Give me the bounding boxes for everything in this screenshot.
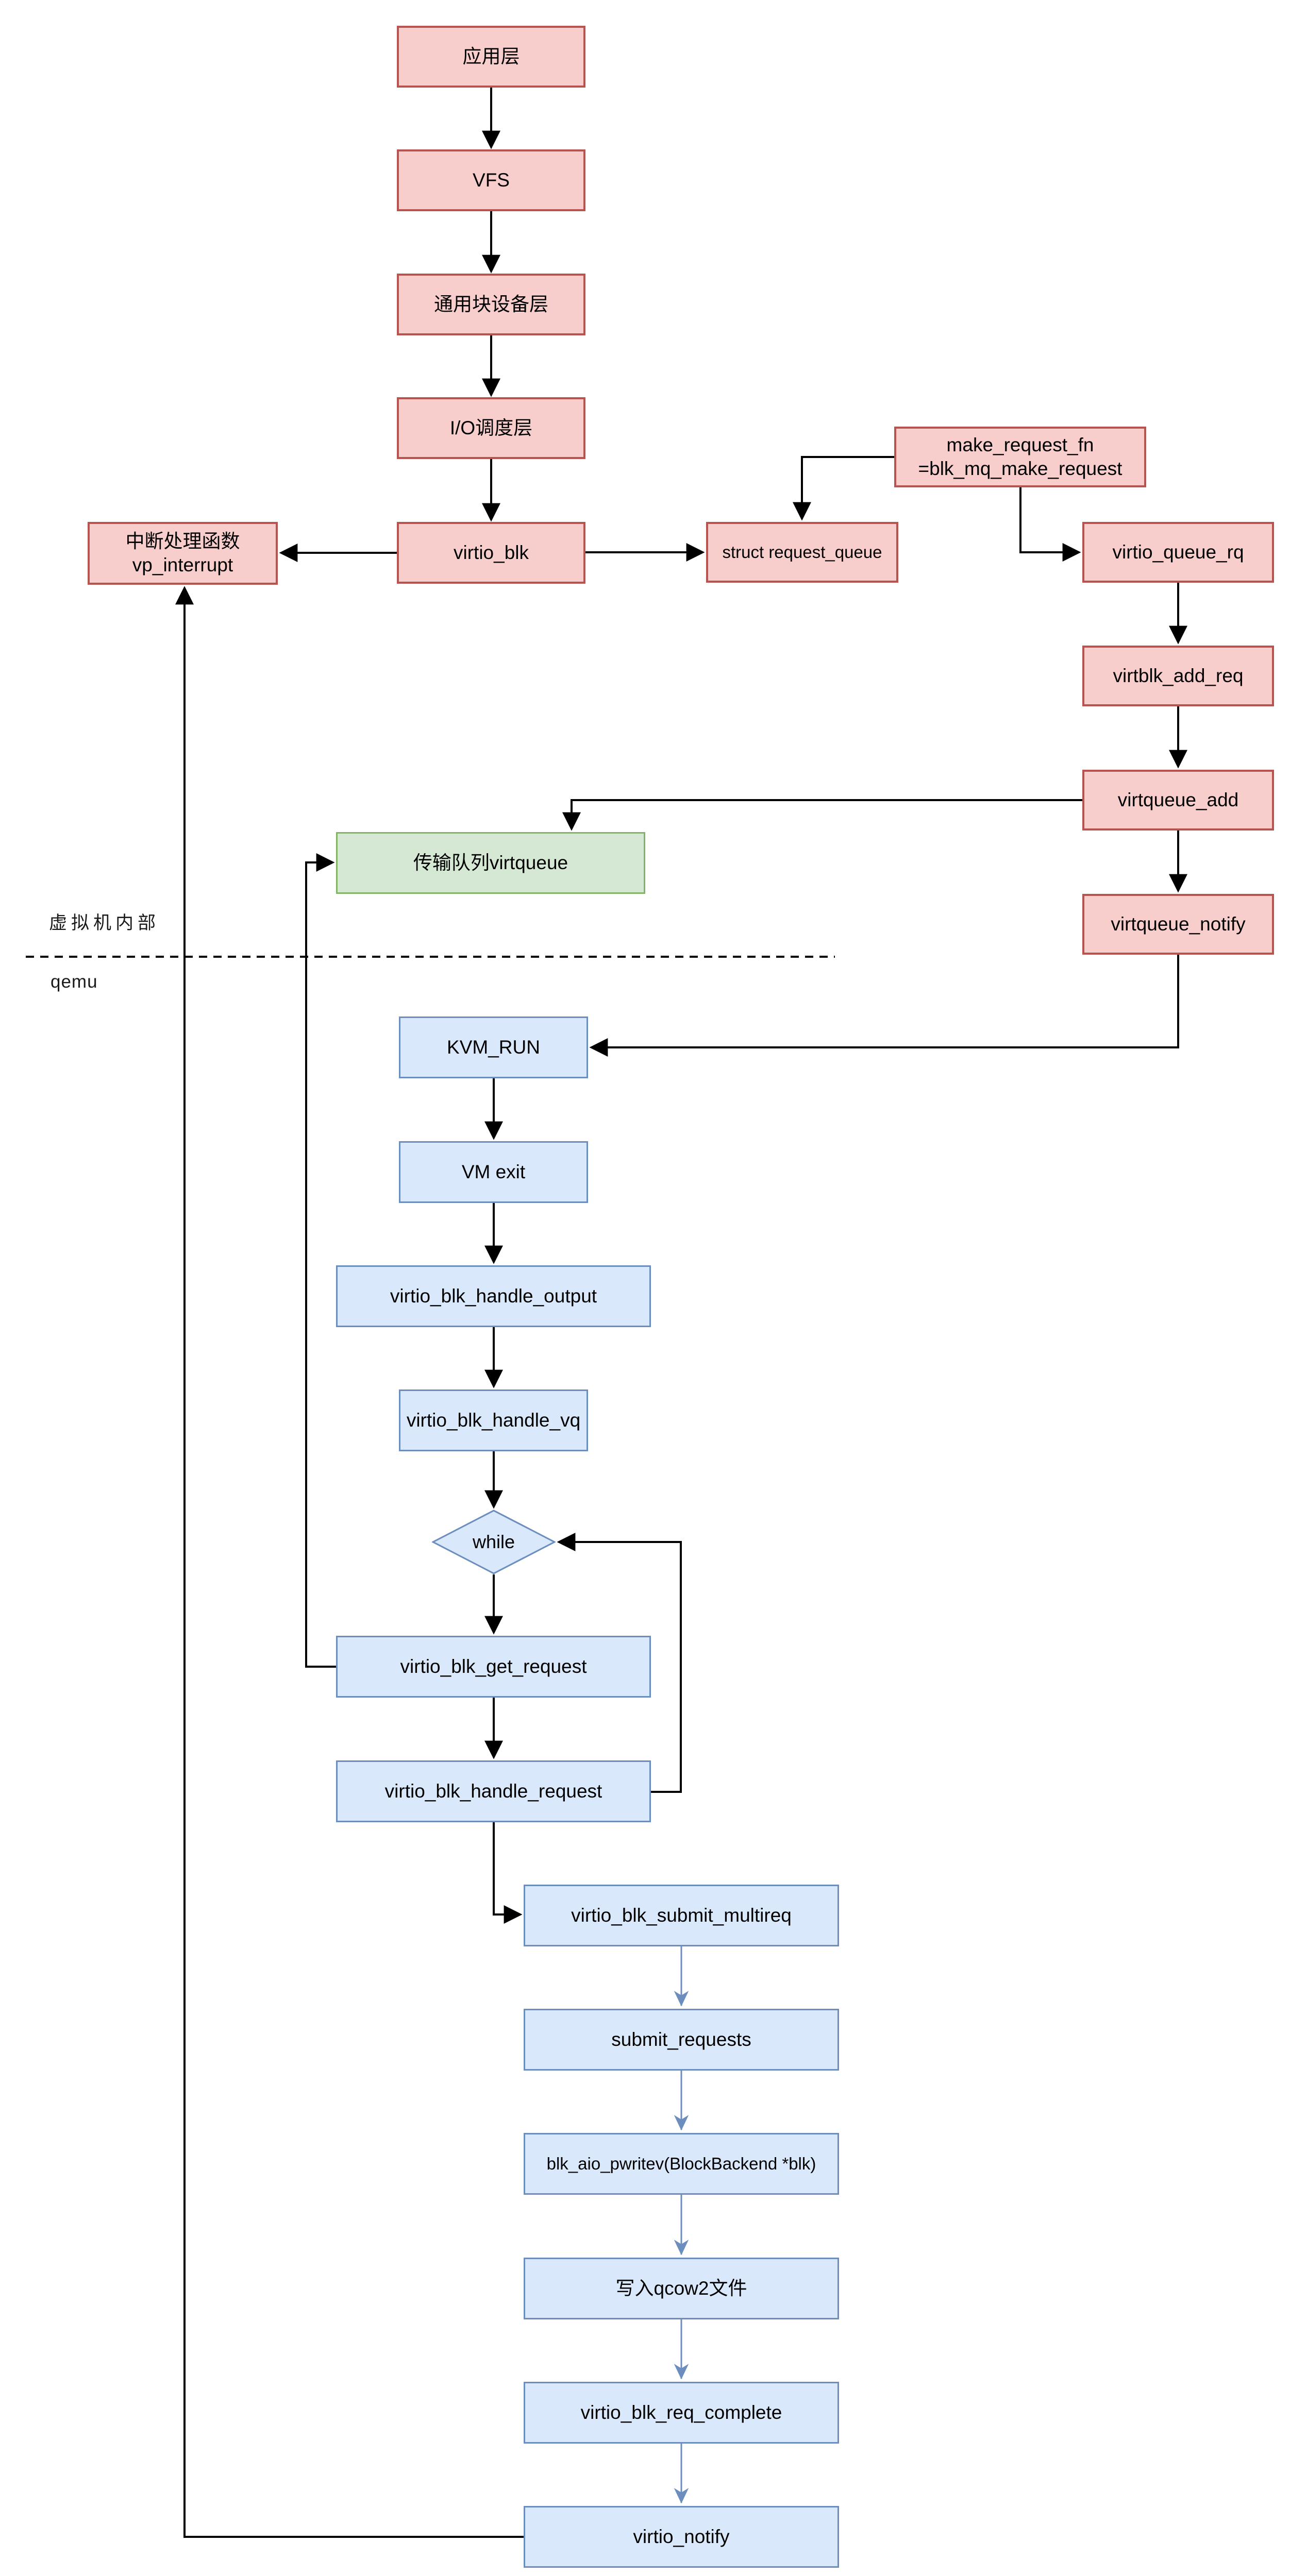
node-submit-requests: submit_requests <box>524 2009 839 2071</box>
node-virtqueue-notify-label: virtqueue_notify <box>1111 913 1246 935</box>
node-virtio-blk-handle-vq-label: virtio_blk_handle_vq <box>406 1409 581 1431</box>
node-kvm-run-label: KVM_RUN <box>447 1036 540 1058</box>
node-virtqueue-add-label: virtqueue_add <box>1117 789 1239 810</box>
node-virtqueue-label: 传输队列virtqueue <box>413 852 568 873</box>
node-virtio-notify: virtio_notify <box>524 2506 839 2568</box>
node-write-qcow2: 写入qcow2文件 <box>524 2258 839 2319</box>
node-virtio-blk-get-request: virtio_blk_get_request <box>336 1636 651 1698</box>
node-virtio-blk-req-complete-label: virtio_blk_req_complete <box>580 2401 782 2423</box>
node-virtio-blk-handle-request-label: virtio_blk_handle_request <box>384 1780 602 1802</box>
node-make-request-fn: make_request_fn =blk_mq_make_request <box>894 427 1146 487</box>
node-generic-block-layer: 通用块设备层 <box>397 274 585 335</box>
node-virtio-blk-submit-multireq: virtio_blk_submit_multireq <box>524 1885 839 1946</box>
node-vp-interrupt: 中断处理函数 vp_interrupt <box>88 522 278 585</box>
node-write-qcow2-label: 写入qcow2文件 <box>615 2277 747 2299</box>
node-vp-interrupt-line1: 中断处理函数 <box>125 530 240 552</box>
node-vfs: VFS <box>397 149 585 211</box>
node-io-scheduler: I/O调度层 <box>397 397 585 459</box>
node-generic-block-layer-label: 通用块设备层 <box>434 293 548 315</box>
node-virtio-blk-handle-vq: virtio_blk_handle_vq <box>399 1389 588 1451</box>
node-virtio-queue-rq: virtio_queue_rq <box>1082 522 1274 583</box>
node-vp-interrupt-line2: vp_interrupt <box>132 554 233 575</box>
node-virtio-notify-label: virtio_notify <box>633 2526 730 2547</box>
guest-region-label: 虚拟机内部 <box>49 913 160 933</box>
node-virtqueue-notify: virtqueue_notify <box>1082 894 1274 955</box>
node-app-layer-label: 应用层 <box>462 45 520 67</box>
node-virtio-blk-get-request-label: virtio_blk_get_request <box>400 1655 587 1677</box>
node-kvm-run: KVM_RUN <box>399 1016 588 1078</box>
edge-makerequestfn-to-virtioqueuerq <box>1019 487 1081 562</box>
while-diamond-shape <box>432 1510 556 1574</box>
node-virtio-blk-req-complete: virtio_blk_req_complete <box>524 2382 839 2444</box>
node-submit-requests-label: submit_requests <box>611 2028 751 2050</box>
qemu-region-label: qemu <box>51 972 98 992</box>
edge-virtqueuenotify-to-kvmrun <box>589 955 1179 1057</box>
node-virtio-blk: virtio_blk <box>397 522 585 584</box>
node-virtblk-add-req: virtblk_add_req <box>1082 646 1274 706</box>
node-virtio-blk-submit-multireq-label: virtio_blk_submit_multireq <box>571 1904 792 1926</box>
node-while-diamond: while <box>432 1510 556 1574</box>
node-make-request-fn-line1: make_request_fn <box>946 434 1094 455</box>
node-blk-aio-pwritev-label: blk_aio_pwritev(BlockBackend *blk) <box>546 2154 816 2174</box>
node-virtblk-add-req-label: virtblk_add_req <box>1113 665 1244 686</box>
node-vm-exit-label: VM exit <box>461 1161 526 1182</box>
node-io-scheduler-label: I/O调度层 <box>449 417 533 438</box>
edge-handlerequest-loop-to-while <box>557 1533 682 1793</box>
node-virtio-blk-handle-output: virtio_blk_handle_output <box>336 1265 651 1327</box>
node-struct-request-queue-label: struct request_queue <box>722 543 882 562</box>
node-app-layer: 应用层 <box>397 26 585 88</box>
edge-getrequest-to-virtqueue <box>305 853 336 1668</box>
edge-virtqueueadd-to-virtqueue <box>562 799 1082 831</box>
edge-virtionotify-to-vpinterrupt <box>175 586 524 2538</box>
node-virtio-blk-handle-request: virtio_blk_handle_request <box>336 1760 651 1822</box>
node-virtqueue-add: virtqueue_add <box>1082 770 1274 831</box>
node-virtio-blk-handle-output-label: virtio_blk_handle_output <box>390 1285 597 1307</box>
node-struct-request-queue: struct request_queue <box>706 522 898 583</box>
node-vm-exit: VM exit <box>399 1141 588 1203</box>
edge-handlerequest-to-submitmultireq <box>493 1822 523 1924</box>
node-virtio-blk-label: virtio_blk <box>454 541 529 563</box>
node-virtio-queue-rq-label: virtio_queue_rq <box>1112 541 1244 563</box>
node-make-request-fn-line2: =blk_mq_make_request <box>918 458 1123 479</box>
node-blk-aio-pwritev: blk_aio_pwritev(BlockBackend *blk) <box>524 2133 839 2195</box>
node-while-label: while <box>472 1531 515 1552</box>
edge-makerequestfn-to-requestqueue <box>793 456 894 521</box>
node-vfs-label: VFS <box>473 169 510 191</box>
node-virtqueue: 传输队列virtqueue <box>336 832 645 894</box>
